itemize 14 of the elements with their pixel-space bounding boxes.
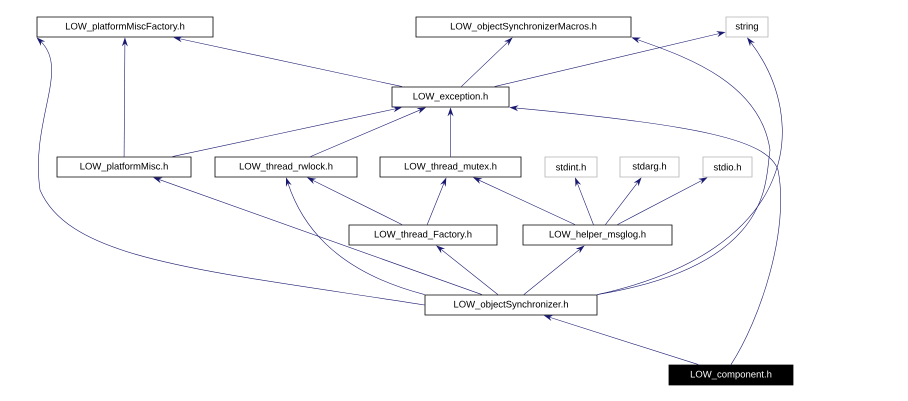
- file-box: LOW_objectSynchronizer.h: [424, 294, 598, 316]
- file-box: LOW_thread_Factory.h: [348, 224, 498, 246]
- file-box: LOW_platformMisc.h: [56, 156, 192, 178]
- file-box: LOW_helper_msglog.h: [522, 224, 672, 246]
- system-header-box: stdarg.h: [620, 156, 680, 178]
- file-box: LOW_thread_mutex.h: [380, 156, 522, 178]
- system-header-box: string: [726, 16, 768, 38]
- system-header-box: stdio.h: [702, 156, 752, 178]
- file-box: LOW_exception.h: [392, 86, 510, 108]
- file-box: LOW_component.h: [668, 364, 794, 386]
- system-header-box: stdint.h: [544, 156, 598, 178]
- file-box: LOW_platformMiscFactory.h: [36, 16, 214, 38]
- file-box: LOW_objectSynchronizerMacros.h: [416, 16, 632, 38]
- file-box: LOW_thread_rwlock.h: [214, 156, 358, 178]
